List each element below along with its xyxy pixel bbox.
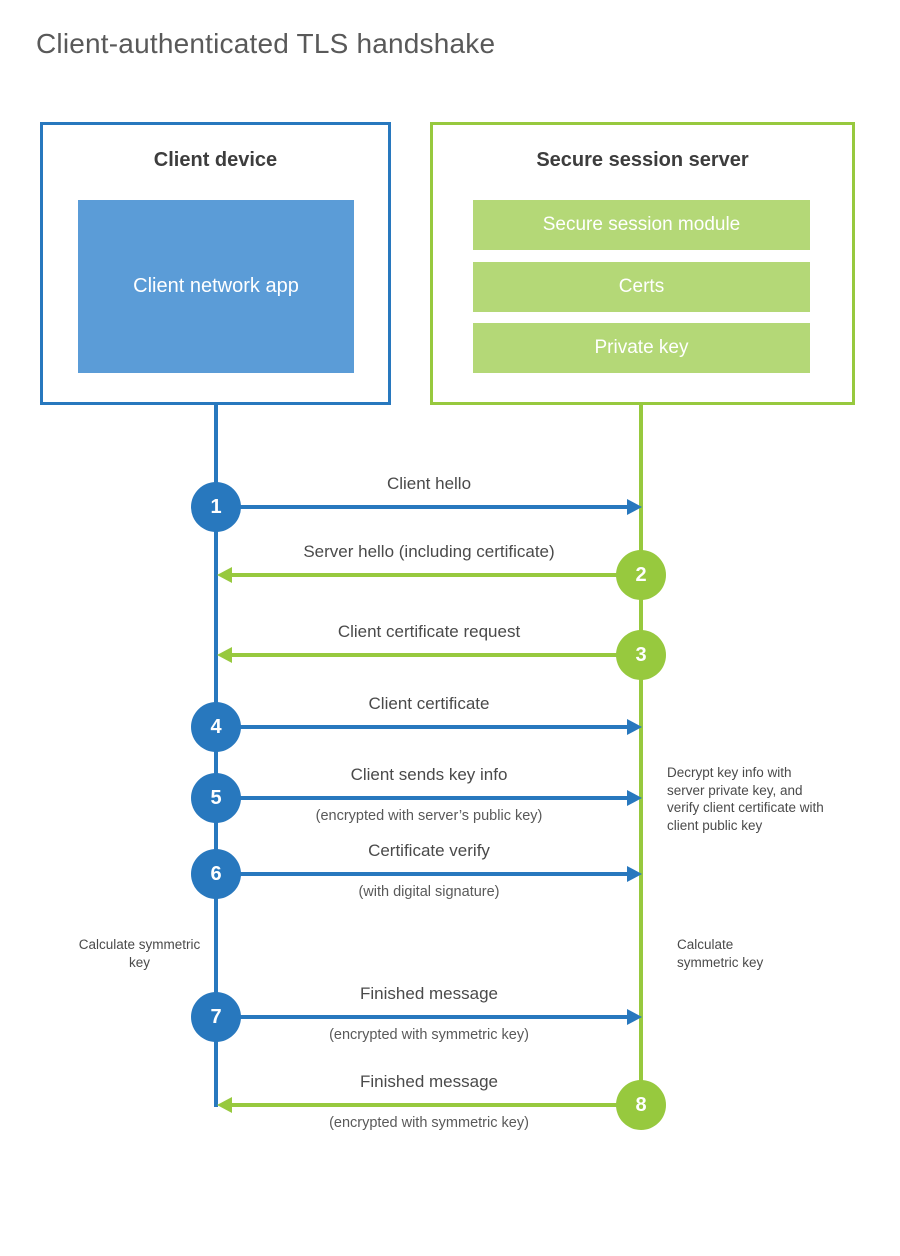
message-label: Server hello (including certificate) <box>303 542 555 561</box>
server-decrypt-note: Decrypt key info with server private key… <box>667 765 824 833</box>
message-label: Finished message <box>360 1072 498 1091</box>
step-number-badge: 2 <box>616 550 666 600</box>
arrowhead-right-icon <box>627 866 642 882</box>
message-arrow-line <box>216 505 628 509</box>
message-label: Finished message <box>360 984 498 1003</box>
arrowhead-right-icon <box>627 499 642 515</box>
step-number-badge: 3 <box>616 630 666 680</box>
step-number-badge: 4 <box>191 702 241 752</box>
message-sublabel: (encrypted with server’s public key) <box>315 808 543 824</box>
message-sublabel: (encrypted with symmetric key) <box>329 1115 529 1131</box>
server-calculate-symmetric-key-note: Calculate symmetric key <box>677 937 764 970</box>
message-arrow-line <box>216 725 628 729</box>
arrowhead-right-icon <box>627 1009 642 1025</box>
step-number-badge: 1 <box>191 482 241 532</box>
client-network-app-box: Client network app <box>78 200 354 373</box>
message-arrow-line <box>231 1103 641 1107</box>
server-module-private-key: Private key <box>473 323 810 373</box>
message-sublabel: (with digital signature) <box>358 884 500 900</box>
arrowhead-left-icon <box>217 567 232 583</box>
client-calculate-symmetric-key-note: Calculate symmetric key <box>78 937 201 970</box>
server-module-secure-session: Secure session module <box>473 200 810 250</box>
step-number-badge: 8 <box>616 1080 666 1130</box>
message-arrow-line <box>231 573 641 577</box>
secure-session-server-title: Secure session server <box>536 149 749 171</box>
step-number-badge: 6 <box>191 849 241 899</box>
client-network-app-label: Client network app <box>133 275 299 297</box>
page-title: Client-authenticated TLS handshake <box>36 28 496 59</box>
arrowhead-left-icon <box>217 647 232 663</box>
client-lifeline <box>214 405 218 1107</box>
client-device-title: Client device <box>153 149 278 171</box>
step-number-badge: 7 <box>191 992 241 1042</box>
message-sublabel: (encrypted with symmetric key) <box>329 1027 529 1043</box>
message-label: Client sends key info <box>350 765 508 784</box>
arrowhead-right-icon <box>627 719 642 735</box>
message-label: Client certificate <box>368 694 490 713</box>
server-lifeline <box>639 405 643 1105</box>
message-arrow-line <box>216 796 628 800</box>
arrowhead-right-icon <box>627 790 642 806</box>
arrowhead-left-icon <box>217 1097 232 1113</box>
step-number-badge: 5 <box>191 773 241 823</box>
message-arrow-line <box>231 653 641 657</box>
message-arrow-line <box>216 1015 628 1019</box>
message-label: Certificate verify <box>368 841 490 860</box>
server-module-certs: Certs <box>473 262 810 312</box>
message-arrow-line <box>216 872 628 876</box>
message-label: Client hello <box>386 474 472 493</box>
message-label: Client certificate request <box>337 622 521 641</box>
